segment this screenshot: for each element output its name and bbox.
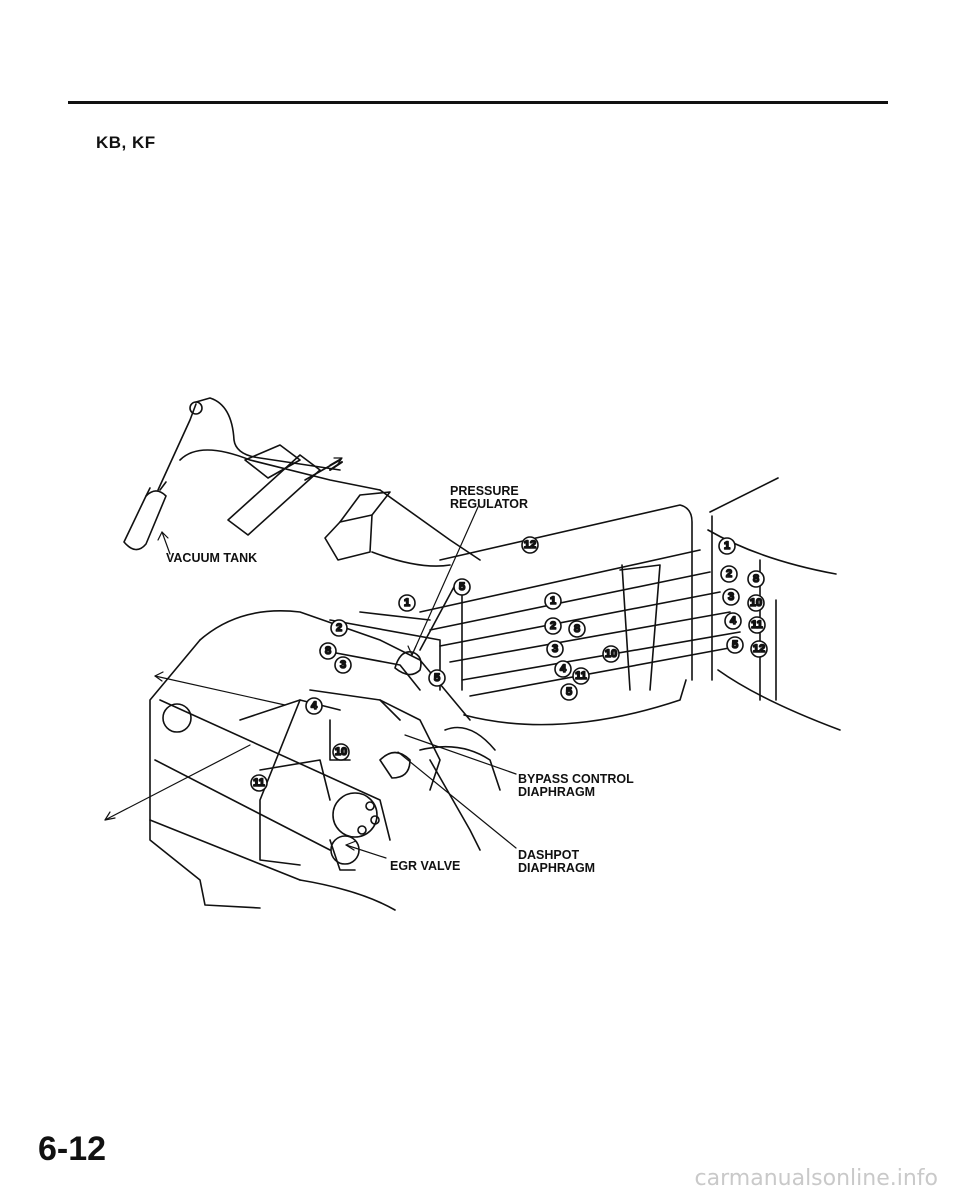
callout-12-top: 12 [521, 536, 539, 554]
callout-1-mid: 1 [544, 592, 562, 610]
callout-5-right: 5 [726, 636, 744, 654]
callout-1-engine: 1 [398, 594, 416, 612]
engine-block-drawing [149, 610, 501, 911]
svg-text:12: 12 [753, 643, 765, 655]
pressure-regulator-label-line2: REGULATOR [450, 497, 529, 511]
callout-4-mid: 4 [554, 660, 572, 678]
callout-10-engine: 10 [332, 743, 350, 761]
svg-text:5: 5 [732, 639, 738, 651]
vacuum-tank-drawing [123, 397, 381, 551]
svg-text:10: 10 [605, 648, 617, 660]
svg-text:3: 3 [552, 643, 558, 655]
svg-text:10: 10 [335, 746, 347, 758]
svg-text:1: 1 [550, 595, 556, 607]
pressure-regulator-label-line1: PRESSURE [450, 484, 519, 498]
svg-text:5: 5 [434, 672, 440, 684]
callout-8-engine: 8 [319, 642, 337, 660]
callout-3-right: 3 [722, 588, 740, 606]
callout-8-mid: 8 [568, 620, 586, 638]
dashpot-label-line2: DIAPHRAGM [518, 861, 596, 875]
bypass-control-label-line1: BYPASS CONTROL [518, 772, 634, 786]
callout-2-engine: 2 [330, 619, 348, 637]
hose-bundle-drawing [419, 504, 741, 726]
watermark: carmanualsonline.info [694, 1166, 938, 1191]
engine-vacuum-lines [259, 584, 456, 866]
svg-text:3: 3 [728, 591, 734, 603]
callout-8-right: 8 [747, 570, 765, 588]
callout-2-mid: 2 [544, 617, 562, 635]
svg-text:11: 11 [751, 619, 763, 631]
page-number: 6-12 [38, 1130, 107, 1168]
svg-text:8: 8 [574, 623, 580, 635]
svg-text:1: 1 [404, 597, 410, 609]
egr-valve-label: EGR VALVE [390, 859, 461, 873]
leader-lines [104, 457, 517, 859]
callout-3-engine: 3 [334, 656, 352, 674]
header-rule [68, 101, 888, 104]
callout-10-mid: 10 [602, 645, 620, 663]
svg-text:5: 5 [566, 686, 572, 698]
callout-12-right: 12 [750, 640, 768, 658]
callout-3-mid: 3 [546, 640, 564, 658]
svg-text:4: 4 [560, 663, 567, 675]
svg-text:11: 11 [575, 670, 587, 682]
svg-text:4: 4 [311, 700, 318, 712]
svg-text:4: 4 [730, 615, 737, 627]
svg-text:11: 11 [253, 777, 265, 789]
svg-text:2: 2 [336, 622, 342, 634]
callout-2-right: 2 [720, 565, 738, 583]
vacuum-tank-label: VACUUM TANK [166, 551, 258, 565]
callout-11-engine: 11 [250, 774, 268, 792]
section-label: KB, KF [96, 133, 156, 152]
callout-5-mid: 5 [560, 683, 578, 701]
callout-1-right: 1 [718, 537, 736, 555]
svg-text:1: 1 [724, 540, 730, 552]
bypass-control-label-line2: DIAPHRAGM [518, 785, 596, 799]
callout-11-right: 11 [748, 616, 766, 634]
dashpot-label-line1: DASHPOT [518, 848, 580, 862]
svg-text:2: 2 [726, 568, 732, 580]
svg-text:2: 2 [550, 620, 556, 632]
svg-text:10: 10 [750, 597, 762, 609]
svg-text:5: 5 [459, 581, 465, 593]
svg-text:3: 3 [340, 659, 346, 671]
callout-4-engine: 4 [305, 697, 323, 715]
callout-4-right: 4 [724, 612, 742, 630]
callout-markers: 12 5 1 2 8 3 10 4 11 5 1 2 8 3 10 4 11 5… [250, 536, 768, 792]
callout-10-right: 10 [747, 594, 765, 612]
callout-5-engine: 5 [428, 669, 446, 687]
svg-text:12: 12 [524, 539, 536, 551]
svg-text:8: 8 [753, 573, 759, 585]
egr-valve-drawing [329, 792, 380, 871]
callout-11-mid: 11 [572, 667, 590, 685]
svg-text:8: 8 [325, 645, 331, 657]
callout-5-top: 5 [453, 578, 471, 596]
